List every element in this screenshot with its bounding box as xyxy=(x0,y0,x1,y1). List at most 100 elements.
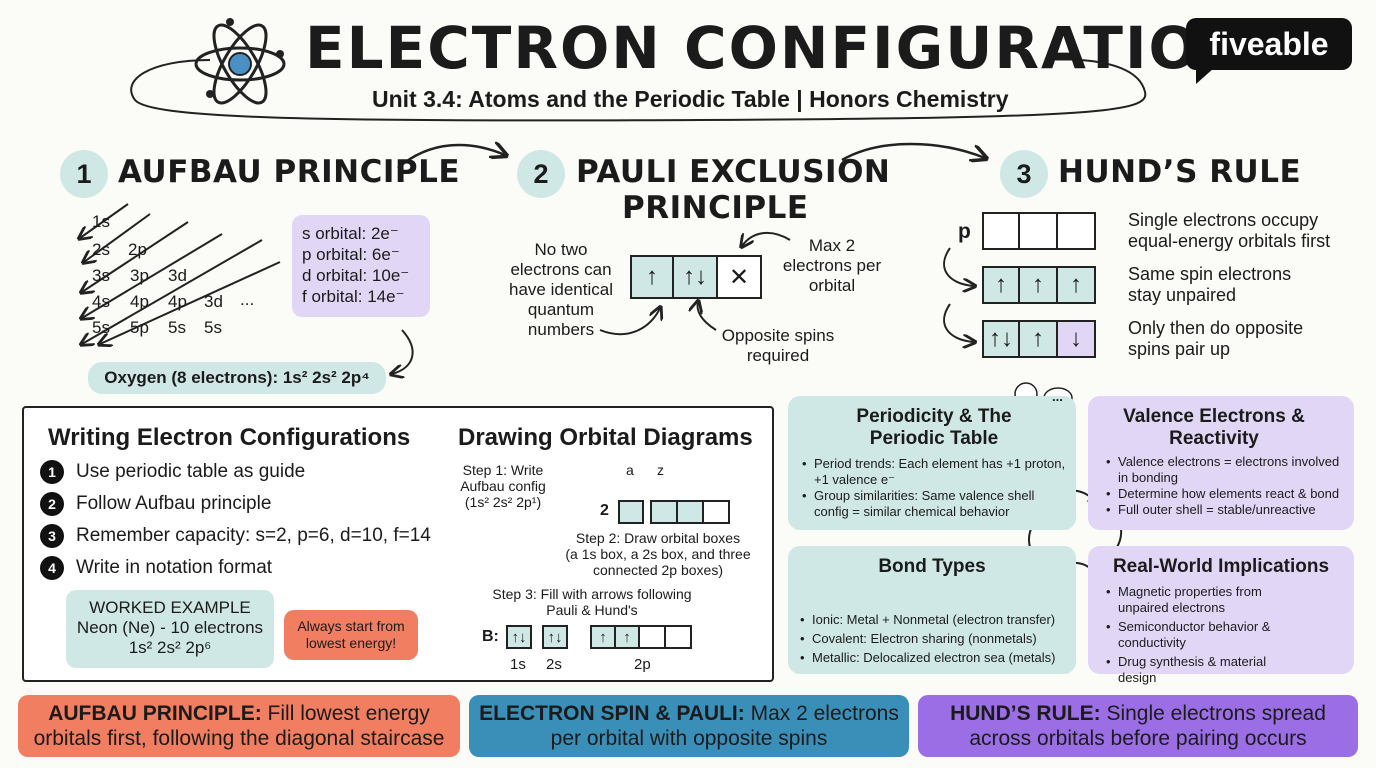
writing-step: 1 Use periodic table as guide xyxy=(40,460,305,484)
label-2p: 2p xyxy=(634,656,651,673)
card-list: Period trends: Each element has +1 proto… xyxy=(802,456,1070,520)
footer-pauli: ELECTRON SPIN & PAULI: Max 2 electrons p… xyxy=(469,695,909,757)
speech-bubble-text: ... xyxy=(1052,389,1063,404)
orbital-box xyxy=(1056,212,1096,250)
footer-bold: HUND’S RULE: xyxy=(950,702,1101,725)
card-list: Valence electrons = electrons involved i… xyxy=(1106,454,1346,518)
orbital-box: ↑ xyxy=(1018,320,1058,358)
card-periodicity: Periodicity & The Periodic Table Period … xyxy=(788,396,1076,530)
step3-line: Step 3: Fill with arrows following xyxy=(492,586,692,602)
writing-step: 4 Write in notation format xyxy=(40,556,272,580)
pauli-bottom-note: Opposite spins required xyxy=(721,326,835,365)
stair-label: 1s xyxy=(92,212,110,231)
orbital-box: ↑↓ xyxy=(982,320,1020,358)
arrow-bottom-note xyxy=(698,302,717,331)
worked-line1: Neon (Ne) - 10 electrons xyxy=(76,618,264,637)
step2-line: (a 1s box, a 2s box, and three xyxy=(565,546,751,562)
stair-label: 4p xyxy=(168,292,187,311)
step-text: Use periodic table as guide xyxy=(76,461,306,482)
hund-row-2-boxes: ↑ ↑ ↑ xyxy=(982,266,1096,304)
brand-logo: fiveable xyxy=(1186,18,1352,70)
card-item: Drug synthesis & material design xyxy=(1106,654,1286,686)
orbital-box xyxy=(1018,212,1058,250)
orbital-capacity-box: s orbital: 2e⁻ p orbital: 6e⁻ d orbital:… xyxy=(292,215,430,317)
worked-line2: 1s² 2s² 2p⁶ xyxy=(128,638,212,657)
capacity-p: p orbital: 6e⁻ xyxy=(302,245,400,264)
footer-bold: ELECTRON SPIN & PAULI: xyxy=(479,702,745,725)
card-item: Period trends: Each element has +1 proto… xyxy=(802,456,1070,488)
card-item: Determine how elements react & bond xyxy=(1106,486,1346,502)
orbital-box-2p xyxy=(638,625,666,649)
stair-label: 5s xyxy=(92,318,110,337)
orbital-box-2s: ↑↓ xyxy=(542,625,568,649)
card-item: Valence electrons = electrons involved i… xyxy=(1106,454,1346,486)
hund-row-1-text: Single electrons occupy equal-energy orb… xyxy=(1128,210,1331,251)
orbital-box-2p xyxy=(664,625,692,649)
hund-p-label: p xyxy=(958,220,971,243)
stair-label: 3p xyxy=(130,266,149,285)
stair-label: 5s xyxy=(168,318,186,337)
hund-row-1-boxes xyxy=(982,212,1096,250)
orbital-box: ✕ xyxy=(716,255,762,299)
orbital-box: ↓ xyxy=(1056,320,1096,358)
footer-text: Single electrons spread across orbitals … xyxy=(969,702,1326,750)
orbital-box-2p: ↑ xyxy=(590,625,616,649)
footer-text: Fill lowest energy orbitals first, follo… xyxy=(33,702,445,750)
drawing-title: Drawing Orbital Diagrams xyxy=(458,424,753,451)
card-item: Ionic: Metal + Nonmetal (electron transf… xyxy=(800,612,1072,628)
tip-badge: Always start from lowest energy! xyxy=(284,610,418,660)
step2-line: Step 2: Draw orbital boxes xyxy=(575,530,741,546)
pauli-right-note: Max 2 electrons per orbital xyxy=(782,236,882,295)
step-badge: 1 xyxy=(40,460,64,484)
orbital-box: ↑↓ xyxy=(672,255,718,299)
page-subtitle: Unit 3.4: Atoms and the Periodic Table |… xyxy=(372,86,1009,112)
orbital-box xyxy=(702,500,730,524)
stair-label: 4s xyxy=(92,292,110,311)
step-badge: 3 xyxy=(40,524,64,548)
section-1-number: 1 xyxy=(60,150,108,198)
card-item: Semiconductor behavior & conductivity xyxy=(1106,619,1286,651)
drawing-step1: Step 1: Write Aufbau config (1s² 2s² 2p¹… xyxy=(452,462,554,510)
footer-aufbau: AUFBAU PRINCIPLE: Fill lowest energy orb… xyxy=(18,695,460,757)
step3-line: Pauli & Hund's xyxy=(546,602,638,618)
stair-label: 3s xyxy=(92,266,110,285)
pauli-title-line1: PAULI EXCLUSION xyxy=(576,154,891,190)
orbital-box xyxy=(676,500,704,524)
footer-bold: AUFBAU PRINCIPLE: xyxy=(48,702,262,725)
section-2-number: 2 xyxy=(517,150,565,198)
step-text: Write in notation format xyxy=(76,557,273,578)
hund-arrow-2 xyxy=(943,303,974,342)
stair-label: ... xyxy=(240,290,255,309)
hund-row-3-text: Only then do opposite spins pair up xyxy=(1128,318,1304,359)
card-title: Valence Electrons & Reactivity xyxy=(1123,406,1305,449)
card-item: Magnetic properties from unpaired electr… xyxy=(1106,584,1286,616)
card-item: Full outer shell = stable/unreactive xyxy=(1106,502,1346,518)
card-valence: Valence Electrons & Reactivity Valence e… xyxy=(1088,396,1354,530)
writing-title: Writing Electron Configurations xyxy=(48,424,411,451)
hund-arrow-1 xyxy=(943,247,974,286)
orbital-box xyxy=(618,500,644,524)
blank-orbital-boxes xyxy=(618,500,730,524)
card-list: Magnetic properties from unpaired electr… xyxy=(1106,584,1286,686)
step1-line: (1s² 2s² 2p¹) xyxy=(464,494,542,510)
card-item: Metallic: Delocalized electron sea (meta… xyxy=(800,650,1072,666)
label-1s: 1s xyxy=(510,656,526,673)
pauli-left-note: No two electrons can have identical quan… xyxy=(509,240,613,339)
orbital-box: ↑ xyxy=(1018,266,1058,304)
oxygen-example: Oxygen (8 electrons): 1s² 2s² 2p⁴ xyxy=(88,362,386,394)
worked-example: WORKED EXAMPLE Neon (Ne) - 10 electrons … xyxy=(66,590,274,668)
mark-z: z xyxy=(657,462,664,478)
step-badge: 4 xyxy=(40,556,64,580)
capacity-f: f orbital: 14e⁻ xyxy=(302,287,405,306)
stair-label: 4p xyxy=(130,292,149,311)
step1-line: Step 1: Write xyxy=(462,462,544,478)
card-title: Real-World Implications xyxy=(1112,556,1330,577)
card-list: Ionic: Metal + Nonmetal (electron transf… xyxy=(800,612,1072,666)
capacity-s: s orbital: 2e⁻ xyxy=(302,224,399,243)
hund-row-3-boxes: ↑↓ ↑ ↓ xyxy=(982,320,1096,358)
step1-line: Aufbau config xyxy=(460,478,546,494)
mark-a: a xyxy=(626,462,634,478)
step-text: Remember capacity: s=2, p=6, d=10, f=14 xyxy=(76,525,431,546)
card-item: Group similarities: Same valence shell c… xyxy=(802,488,1070,520)
card-title: Bond Types xyxy=(878,556,986,577)
